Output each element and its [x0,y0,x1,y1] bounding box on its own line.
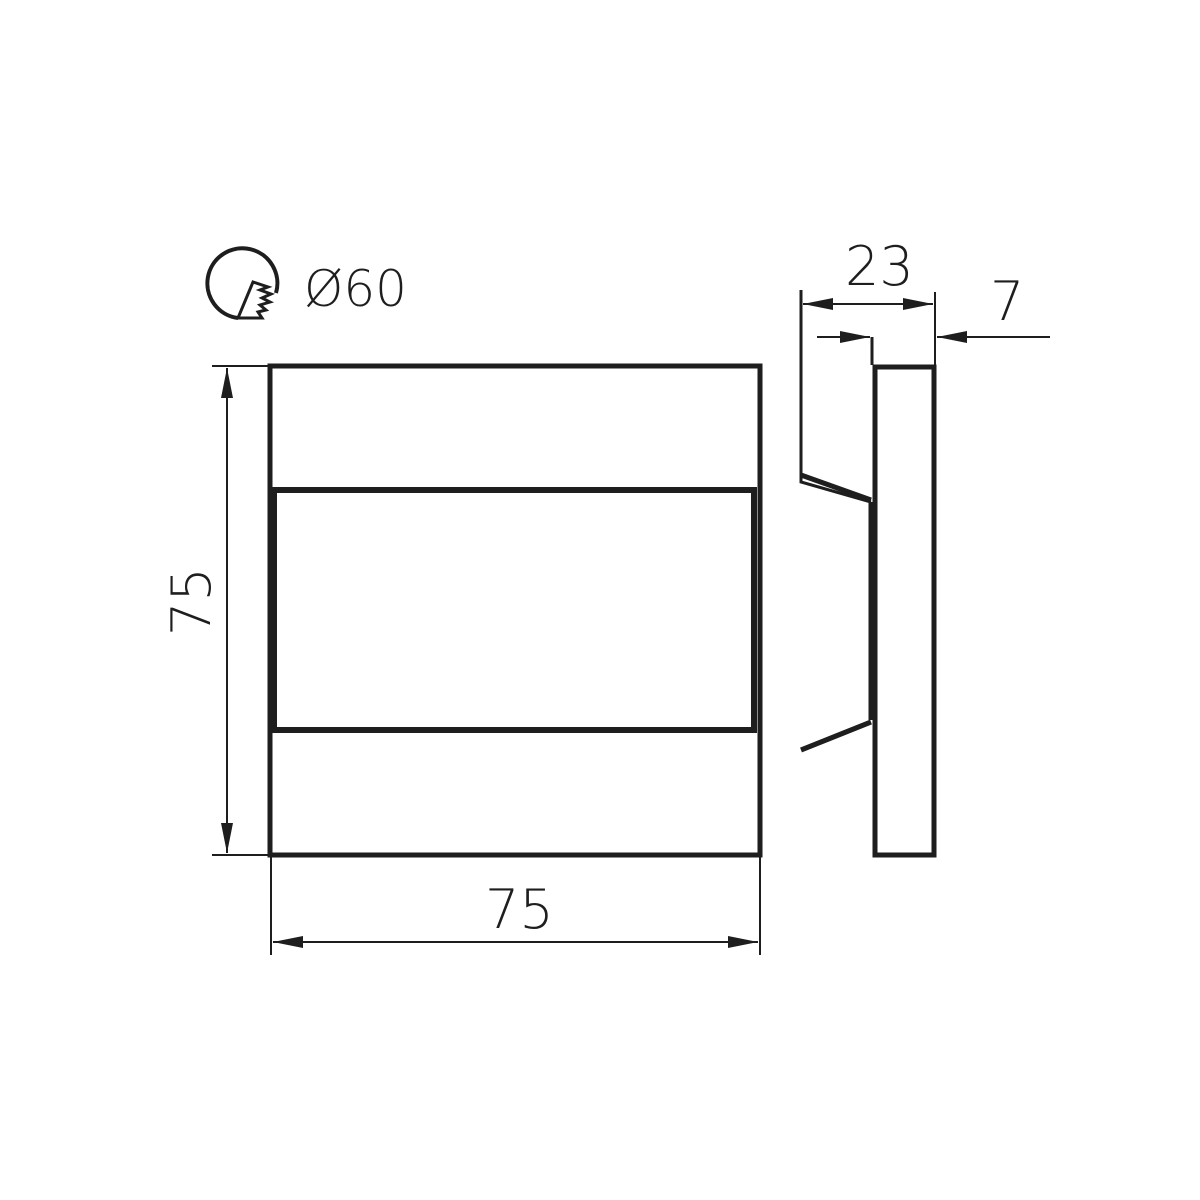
front-light-window [271,487,757,733]
height-dimension [212,365,268,856]
depth-dimension [803,292,936,365]
face-thickness-label: 7 [990,270,1024,333]
cutout-hole-icon [205,246,280,320]
height-label: 75 [160,567,223,636]
width-label: 75 [485,878,554,941]
cutout-diameter-label: Ø60 [304,260,407,318]
front-outer-frame [267,363,763,858]
depth-label: 23 [845,235,914,298]
side-view [799,290,937,858]
side-face-plate [872,364,937,858]
width-dimension [270,857,761,955]
face-thickness-dimension [817,331,1050,365]
front-view [267,363,763,858]
